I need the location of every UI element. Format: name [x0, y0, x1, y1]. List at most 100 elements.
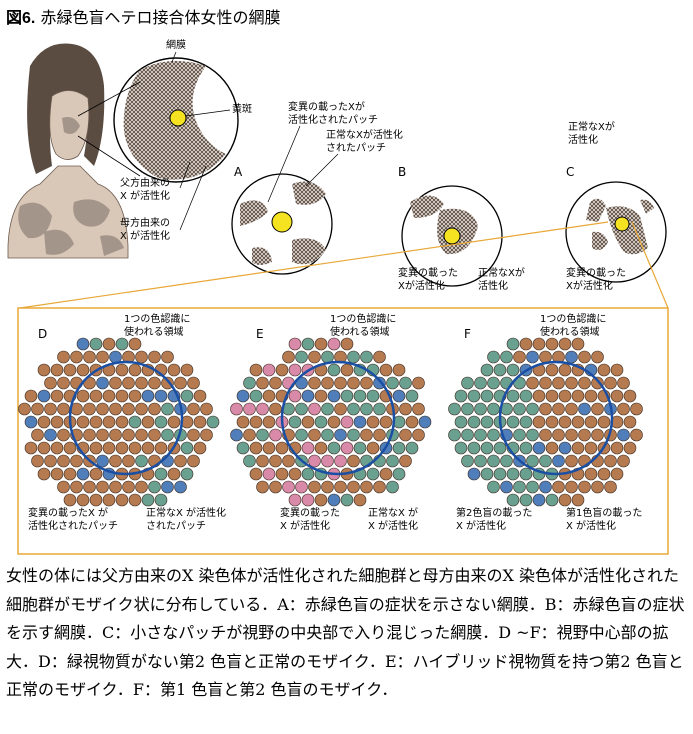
- label-normal-patch-1: 正常なXが活性化: [326, 128, 403, 141]
- cone-cell: [314, 389, 328, 403]
- cone-cell: [128, 415, 142, 429]
- f-region-label-1: 1つの色認識に: [540, 312, 606, 325]
- cone-cell: [70, 480, 83, 494]
- cone-cell: [487, 402, 500, 416]
- cone-cell: [623, 389, 637, 403]
- cone-cell: [526, 454, 539, 468]
- cone-cell: [70, 350, 83, 364]
- label-macula: 黄斑: [232, 102, 252, 115]
- cone-cell: [506, 415, 520, 429]
- cone-cell: [174, 454, 187, 468]
- cone-cell: [135, 402, 148, 416]
- cone-cell: [249, 389, 263, 403]
- cone-cell: [314, 337, 328, 351]
- cone-cell: [500, 350, 513, 364]
- cone-cell: [243, 428, 256, 442]
- cone-cell: [180, 441, 194, 455]
- cone-cell: [604, 480, 617, 494]
- cone-cell: [539, 376, 552, 390]
- cone-cell: [154, 493, 168, 507]
- cone-cell: [412, 402, 425, 416]
- cone-cell: [135, 428, 148, 442]
- cone-cell: [256, 428, 269, 442]
- cone-cell: [386, 480, 399, 494]
- cone-cell: [256, 402, 269, 416]
- cone-cell: [321, 428, 334, 442]
- cone-cell: [102, 441, 116, 455]
- cone-cell: [340, 363, 354, 377]
- label-c-normal-2: 活性化: [568, 133, 598, 146]
- cone-cell: [487, 454, 500, 468]
- cone-cell: [386, 376, 399, 390]
- cone-cell: [506, 493, 520, 507]
- cone-cell: [617, 402, 630, 416]
- cone-cell: [545, 493, 559, 507]
- cone-cell: [135, 480, 148, 494]
- cone-cell: [558, 441, 572, 455]
- cone-cell: [532, 337, 546, 351]
- cone-cell: [115, 441, 129, 455]
- cone-cell: [519, 441, 533, 455]
- cone-cell: [321, 454, 334, 468]
- cone-cell: [115, 389, 129, 403]
- cone-cell: [405, 415, 419, 429]
- cone-cell: [148, 480, 161, 494]
- d-region-label-2: 使われる領域: [124, 325, 184, 338]
- cone-cell: [571, 415, 585, 429]
- cone-cell: [187, 376, 200, 390]
- cone-cell: [44, 428, 57, 442]
- cone-cell: [275, 441, 289, 455]
- cone-cell: [392, 363, 406, 377]
- cone-cell: [154, 467, 168, 481]
- cone-cell: [565, 480, 578, 494]
- cone-cell: [379, 415, 393, 429]
- cone-cell: [193, 415, 207, 429]
- cone-cell: [467, 389, 481, 403]
- cone-cell: [115, 493, 129, 507]
- cone-cell: [115, 337, 129, 351]
- cone-cell: [37, 363, 51, 377]
- cone-cell: [480, 363, 494, 377]
- cone-cell: [347, 480, 360, 494]
- cone-cell: [474, 428, 487, 442]
- cone-cell: [480, 441, 494, 455]
- panel-b: B: [398, 165, 503, 287]
- e-mutant-label-2: X が活性化: [280, 519, 330, 532]
- cone-cell: [327, 441, 341, 455]
- cone-cell: [513, 428, 526, 442]
- cone-cell: [301, 441, 315, 455]
- cone-cell: [262, 441, 276, 455]
- label-b-normal-2: 活性化: [478, 279, 508, 292]
- cone-cell: [115, 415, 129, 429]
- cone-cell: [467, 441, 481, 455]
- cone-cell: [454, 415, 468, 429]
- cone-cell: [314, 441, 328, 455]
- cone-cell: [249, 441, 263, 455]
- d-region-label-1: 1つの色認識に: [124, 312, 190, 325]
- panel-e: [230, 337, 432, 507]
- cone-cell: [262, 415, 276, 429]
- cone-cell: [83, 350, 96, 364]
- label-mutant-patch-2: 活性化されたパッチ: [288, 113, 378, 126]
- cone-cell: [474, 402, 487, 416]
- cone-cell: [141, 493, 155, 507]
- cone-cell: [373, 402, 386, 416]
- cone-cell: [301, 415, 315, 429]
- cone-cell: [610, 441, 624, 455]
- cone-cell: [532, 415, 546, 429]
- cone-cell: [519, 467, 533, 481]
- cone-cell: [405, 389, 419, 403]
- cone-cell: [96, 480, 109, 494]
- cone-cell: [295, 480, 308, 494]
- label-b-mutant-2: Xが活性化: [398, 279, 445, 292]
- cone-cell: [617, 454, 630, 468]
- cone-cell: [18, 402, 31, 416]
- cone-cell: [353, 441, 367, 455]
- cone-cell: [412, 428, 425, 442]
- cone-cell: [578, 428, 591, 442]
- cone-cell: [526, 480, 539, 494]
- cone-cell: [288, 467, 302, 481]
- cone-cell: [102, 493, 116, 507]
- cone-cell: [308, 376, 321, 390]
- cone-cell: [44, 376, 57, 390]
